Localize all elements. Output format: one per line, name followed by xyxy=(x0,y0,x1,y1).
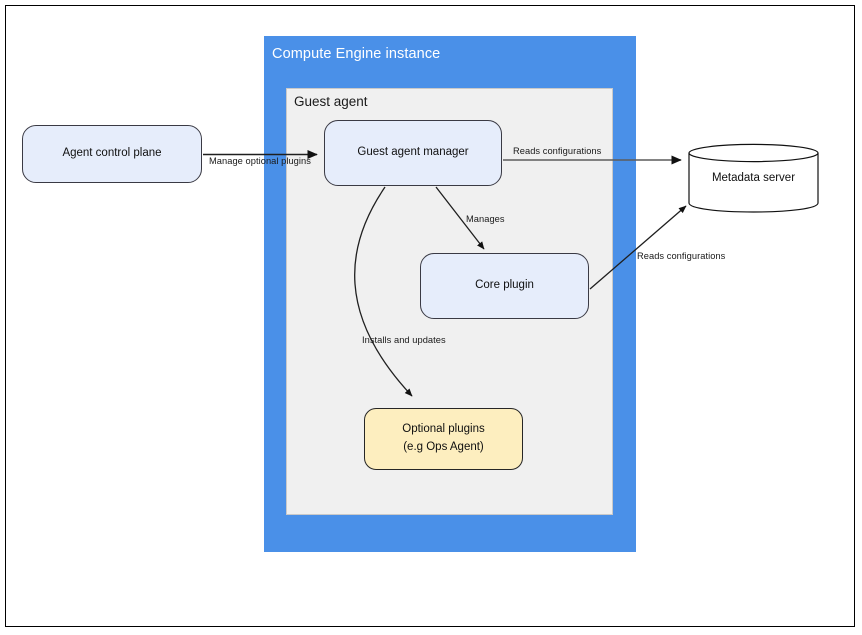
edge-label-reads-configurations-manager: Reads configurations xyxy=(513,146,602,156)
edge-label-manage-optional-plugins: Manage optional plugins xyxy=(209,156,311,166)
cylinder-shape-icon xyxy=(688,143,819,213)
compute-engine-instance-label: Compute Engine instance xyxy=(272,46,441,62)
node-guest-agent-manager[interactable]: Guest agent manager xyxy=(324,120,502,186)
node-core-plugin[interactable]: Core plugin xyxy=(420,253,589,319)
node-optional-plugins-label-line2: (e.g Ops Agent) xyxy=(403,441,484,453)
node-guest-agent-manager-label: Guest agent manager xyxy=(357,146,469,159)
edge-label-manages: Manages xyxy=(466,214,505,224)
node-agent-control-plane-label: Agent control plane xyxy=(62,147,162,160)
node-core-plugin-label: Core plugin xyxy=(475,279,534,292)
node-optional-plugins-label-line1: Optional plugins xyxy=(402,423,485,436)
node-agent-control-plane[interactable]: Agent control plane xyxy=(22,125,202,183)
edge-label-reads-configurations-core: Reads configurations xyxy=(637,251,726,261)
node-optional-plugins[interactable]: Optional plugins (e.g Ops Agent) xyxy=(364,408,523,470)
guest-agent-label: Guest agent xyxy=(294,94,368,109)
diagram-outer-frame xyxy=(5,5,855,627)
edge-label-installs-and-updates: Installs and updates xyxy=(362,335,446,345)
node-metadata-server[interactable]: Metadata server xyxy=(688,143,819,213)
